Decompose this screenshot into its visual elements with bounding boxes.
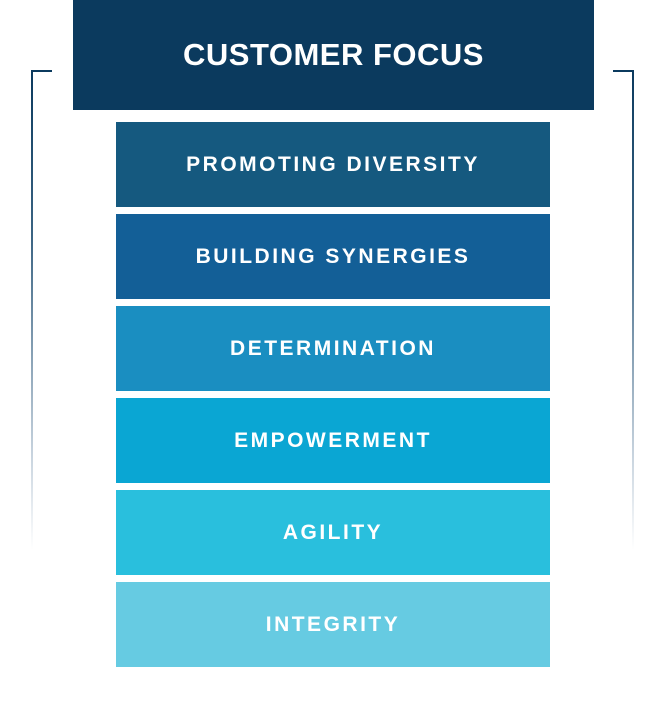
left-bracket-vertical-line [31,70,33,550]
value-label: INTEGRITY [265,612,401,636]
value-label: PROMOTING DIVERSITY [186,152,480,176]
value-row-empowerment: EMPOWERMENT [116,398,550,483]
value-row-agility: AGILITY [116,490,550,575]
right-bracket-top-tick [613,70,634,72]
value-row-promoting-diversity: PROMOTING DIVERSITY [116,122,550,207]
left-bracket-top-tick [31,70,52,72]
header-title: CUSTOMER FOCUS [183,37,484,72]
value-row-determination: DETERMINATION [116,306,550,391]
value-label: DETERMINATION [230,336,436,360]
header-box: CUSTOMER FOCUS [73,0,594,110]
value-stack: PROMOTING DIVERSITY BUILDING SYNERGIES D… [116,122,550,674]
value-label: EMPOWERMENT [234,428,432,452]
right-bracket [613,70,634,550]
value-label: BUILDING SYNERGIES [195,244,471,268]
value-label: AGILITY [282,520,384,544]
right-bracket-vertical-line [632,70,634,550]
left-bracket [31,70,52,550]
value-row-integrity: INTEGRITY [116,582,550,667]
value-row-building-synergies: BUILDING SYNERGIES [116,214,550,299]
